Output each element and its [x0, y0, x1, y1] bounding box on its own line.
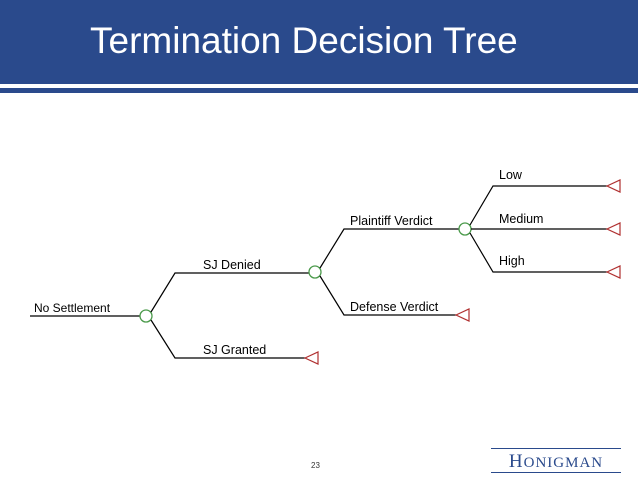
slide-title: Termination Decision Tree [90, 20, 518, 61]
plaintiff-verdict-branch-line [319, 228, 459, 269]
logo-initial: H [508, 451, 524, 472]
label-plaintiff-verdict: Plaintiff Verdict [350, 214, 433, 228]
title-underline [0, 88, 638, 93]
label-high: High [499, 254, 525, 268]
sj-denied-branch-line [150, 272, 309, 313]
honigman-logo: HONIGMAN [491, 448, 621, 473]
high-branch-line [469, 232, 607, 273]
terminal-node-low [605, 179, 621, 193]
low-branch-line [469, 185, 607, 226]
terminal-node-defense-verdict [454, 308, 470, 322]
terminal-node-sj-granted [303, 351, 319, 365]
title-divider [0, 84, 638, 88]
terminal-node-medium [605, 222, 621, 236]
terminal-node-high [605, 265, 621, 279]
label-low: Low [499, 168, 523, 182]
chance-node-plaintiff-verdict [458, 222, 472, 236]
logo-rest: ONIGMAN [523, 455, 604, 471]
label-sj-granted: SJ Granted [203, 343, 266, 357]
label-defense-verdict: Defense Verdict [350, 300, 439, 314]
title-bar [0, 0, 638, 84]
label-medium: Medium [499, 212, 543, 226]
chance-node-root [139, 309, 153, 323]
sj-granted-branch-line [150, 319, 305, 359]
label-sj-denied: SJ Denied [203, 258, 261, 272]
defense-verdict-branch-line [319, 275, 456, 316]
label-no-settlement: No Settlement [34, 301, 111, 315]
chance-node-sj-denied [308, 265, 322, 279]
page-number: 23 [311, 461, 320, 470]
